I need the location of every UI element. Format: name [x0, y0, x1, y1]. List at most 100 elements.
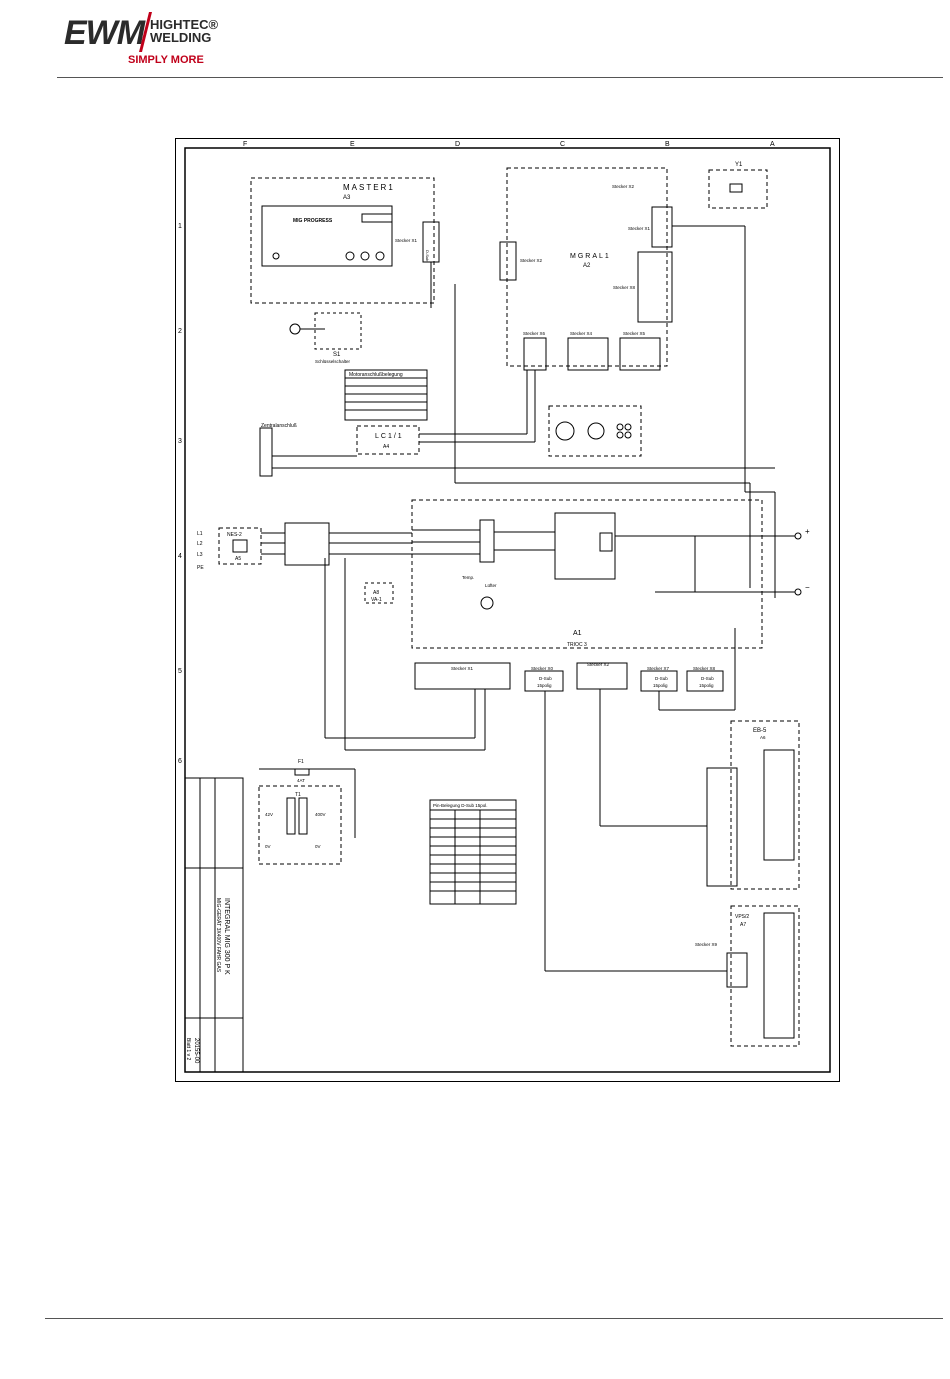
t1-0v: 0V	[265, 844, 271, 849]
s1-sub: Schlüsselschalter	[315, 359, 351, 364]
mgral-label: MGRAL1	[570, 253, 611, 260]
y1-label: Y1	[735, 162, 743, 168]
stecker-x9: Stecker X9	[695, 942, 718, 947]
title-block	[184, 777, 244, 1073]
drive-roll	[616, 431, 624, 439]
motor-table-title: Motoranschlußbelegung	[349, 372, 403, 378]
central-connector	[259, 427, 273, 477]
grid-letter: B	[665, 141, 670, 148]
transformer	[599, 532, 613, 552]
l1-label: L1	[197, 531, 203, 537]
plus-socket	[794, 532, 802, 540]
stecker-x8-mgral: Stecker X8	[613, 285, 636, 290]
rectifier	[479, 519, 495, 563]
logo-welding: WELDING	[150, 30, 212, 45]
y1-coil	[729, 183, 743, 193]
sheet-frame	[175, 138, 840, 1082]
stecker-x4: Stecker X4	[570, 331, 593, 336]
t1-core	[286, 797, 296, 835]
lc-label: LC1/1	[375, 433, 404, 440]
master-knob	[272, 252, 280, 260]
s1-label: S1	[333, 352, 341, 358]
eb-id: A6	[760, 735, 766, 740]
master-knob	[345, 251, 355, 261]
vps-terminals	[763, 912, 795, 1039]
l3-label: L3	[197, 552, 203, 558]
motor-table	[344, 369, 428, 421]
va-id: A8	[373, 590, 379, 596]
x7-dsub	[640, 670, 678, 692]
stecker-x0: Stecker X0	[531, 666, 554, 671]
stecker-x2-control: Stecker X2	[587, 662, 610, 667]
mgral-box	[506, 167, 668, 367]
stecker-x7: Stecker X7	[647, 666, 670, 671]
vps-connector	[726, 952, 748, 988]
plus-label: +	[805, 527, 810, 536]
temp-label: Temp.	[462, 575, 474, 580]
grid-letter: D	[455, 141, 460, 148]
x7-dsub-15: 15polig	[653, 683, 668, 688]
zentral-label: Zentralanschluß	[261, 423, 297, 429]
sheet-no: Blatt 1 v 2	[185, 1038, 191, 1060]
pe-label: PE	[197, 565, 204, 571]
grid-letter: C	[560, 141, 565, 148]
a1-box	[411, 499, 763, 649]
master-panel-text: MIG PROGRESS	[293, 218, 333, 224]
va-box	[364, 582, 394, 604]
drive-roll	[624, 423, 632, 431]
t1-core	[298, 797, 308, 835]
logo-ewm-text: EWM	[64, 14, 145, 52]
motor-symbol	[555, 421, 575, 441]
grid-labels: F E D C B A 1 2 3 4 5 6	[178, 141, 775, 765]
x6-connector	[523, 337, 547, 371]
master-knob	[360, 251, 370, 261]
nes-box	[218, 527, 262, 565]
pin-table	[429, 799, 517, 905]
igbt-block	[554, 512, 616, 580]
drawing-no: 20155-00	[193, 1038, 199, 1064]
master-knob	[375, 251, 385, 261]
stecker-x2-y1: Stecker X2	[612, 184, 635, 189]
stecker-x5: Stecker X5	[623, 331, 646, 336]
grid-number: 4	[178, 553, 182, 560]
mgral-id: A2	[583, 263, 591, 269]
stecker-x8: Stecker X8	[693, 666, 716, 671]
x1-control	[414, 662, 511, 690]
title-block-desc: MIG-GERÄT 3X400V FAHR GAS	[215, 898, 222, 973]
master-panel	[261, 205, 393, 267]
t1-0v-secondary: 0V	[315, 844, 321, 849]
grid-number: 6	[178, 758, 182, 765]
grid-letter: E	[350, 141, 355, 148]
lufter-label: Lüfter	[485, 583, 497, 588]
x7-dsub: D-Sub	[655, 676, 668, 681]
t1-42v: 42V	[265, 812, 273, 817]
tacho-symbol	[587, 422, 605, 440]
master-id: A3	[343, 195, 351, 201]
motor-box	[548, 405, 642, 457]
logo-hightec-text: HIGHTEC® WELDING	[150, 18, 218, 44]
x0-dsub: D-Sub	[539, 676, 552, 681]
mgral-connector-x2	[499, 241, 517, 281]
stecker-x2-mgral: Stecker X2	[520, 258, 543, 263]
master-box	[250, 177, 435, 304]
x8-dsub: D-Sub	[701, 676, 714, 681]
vps-label: VPS/2	[735, 914, 749, 920]
eb-left-terminals	[706, 767, 738, 887]
eb-label: EB-5	[753, 728, 767, 734]
header-rule	[57, 77, 943, 78]
grid-letter: A	[770, 141, 775, 148]
master-label: MASTER1	[343, 183, 395, 192]
stecker-x1-control: Stecker X1	[451, 666, 474, 671]
vps-box	[730, 905, 800, 1047]
x0-dsub	[524, 670, 564, 692]
x8-dsub-15: 15polig	[699, 683, 714, 688]
x5-connector	[619, 337, 661, 371]
footer-rule	[45, 1318, 943, 1319]
x8-dsub	[686, 670, 724, 692]
pin-table-title: Pin-Belegung D-Sub 15pol.	[433, 803, 488, 808]
a1-label: A1	[573, 630, 582, 637]
key-symbol	[289, 323, 301, 335]
vps-id: A7	[740, 922, 746, 928]
y1-box	[708, 169, 768, 209]
dsub-master: D-Sub	[425, 250, 430, 262]
